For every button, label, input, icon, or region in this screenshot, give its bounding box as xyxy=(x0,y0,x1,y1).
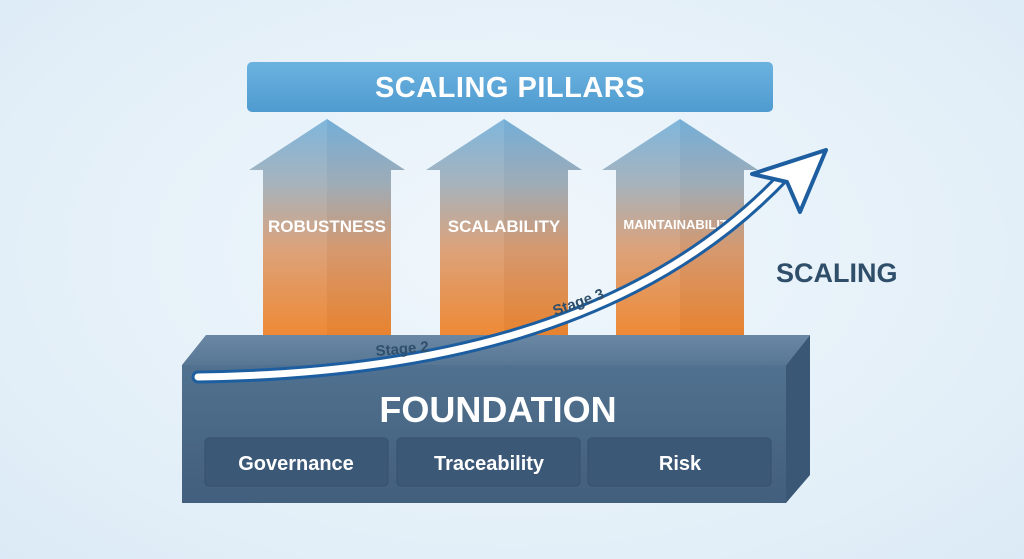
foundation-block: FOUNDATION Governance Traceability Risk xyxy=(182,335,810,503)
scaling-curve-arrow xyxy=(191,148,828,384)
foundation-side-face xyxy=(786,335,810,503)
curve-body xyxy=(194,170,790,381)
pillar-arrow-shade xyxy=(327,119,405,335)
foundation-item-governance xyxy=(204,437,389,487)
stage-2-label: Stage 2 xyxy=(375,338,430,360)
pillar-label: MAINTAINABILITY xyxy=(623,217,736,232)
pillar-scalability: SCALABILITY xyxy=(426,119,582,335)
banner-title: SCALING PILLARS xyxy=(375,72,645,104)
pillar-label: SCALABILITY xyxy=(448,217,561,236)
scaling-side-label: SCALING xyxy=(776,258,898,288)
pillar-label: ROBUSTNESS xyxy=(268,217,386,236)
pillar-arrow-shade xyxy=(504,119,582,335)
foundation-item-label: Governance xyxy=(238,453,354,475)
pillar-robustness: ROBUSTNESS xyxy=(249,119,405,335)
foundation-top-face xyxy=(182,335,810,365)
foundation-item-risk xyxy=(587,437,772,487)
foundation-item-traceability xyxy=(396,437,581,487)
scaling-pillars-banner: SCALING PILLARS xyxy=(247,62,773,112)
foundation-item-label: Risk xyxy=(659,453,702,475)
foundation-title: FOUNDATION xyxy=(379,389,616,430)
curve-arrowhead xyxy=(750,148,828,214)
foundation-item-label: Traceability xyxy=(434,453,545,475)
banner-background xyxy=(247,62,773,112)
